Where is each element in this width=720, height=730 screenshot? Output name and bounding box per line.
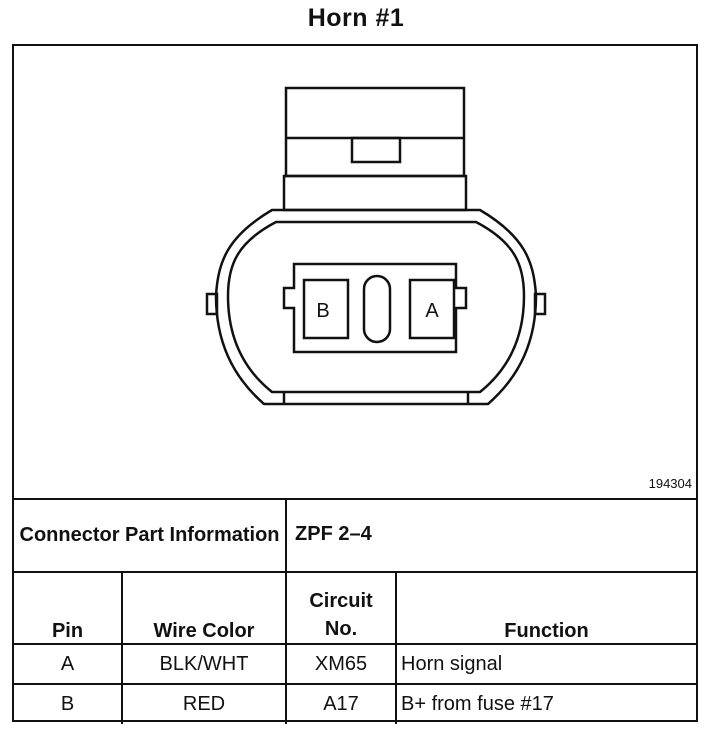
pin-a-label: A bbox=[425, 300, 439, 322]
header-function: Function bbox=[395, 571, 697, 645]
table-row: A BLK/WHT XM65 Horn signal bbox=[14, 643, 697, 685]
side-tab-left bbox=[205, 292, 219, 316]
pin-b-label: B bbox=[316, 300, 329, 322]
figure-number: 194304 bbox=[648, 476, 692, 491]
connector-body-inner bbox=[226, 220, 526, 394]
connector-body-outer bbox=[214, 208, 538, 406]
terminal-cavity bbox=[282, 262, 468, 354]
cell-pin: A bbox=[14, 643, 123, 685]
connector-illustration: B A bbox=[205, 86, 547, 406]
connector-drawing: B A 194304 bbox=[14, 46, 696, 500]
cell-wire-color: BLK/WHT bbox=[120, 643, 288, 685]
cell-function: Horn signal bbox=[395, 643, 697, 685]
connector-part-row: Connector Part Information ZPF 2–4 bbox=[14, 498, 697, 573]
connector-part-label: Connector Part Information bbox=[14, 498, 288, 573]
connector-table: Connector Part Information ZPF 2–4 Pin W… bbox=[14, 498, 697, 724]
cell-wire-color: RED bbox=[120, 683, 288, 724]
cell-function: B+ from fuse #17 bbox=[395, 683, 697, 724]
header-wire-color: Wire Color bbox=[120, 571, 288, 645]
cell-circuit: XM65 bbox=[285, 643, 398, 685]
diagram-title: Horn #1 bbox=[307, 4, 405, 32]
connector-part-value: ZPF 2–4 bbox=[285, 498, 697, 573]
cell-pin: B bbox=[14, 683, 123, 724]
header-pin: Pin bbox=[14, 571, 123, 645]
housing-neck bbox=[282, 174, 468, 212]
latch-tab bbox=[350, 136, 402, 164]
cell-circuit: A17 bbox=[285, 683, 398, 724]
connector-frame: B A 194304 Connector Part Information ZP… bbox=[12, 44, 698, 724]
pin-a-terminal bbox=[408, 278, 456, 340]
table-header-row: Pin Wire Color Circuit No. Function bbox=[14, 571, 697, 645]
center-key bbox=[362, 274, 392, 344]
table-row: B RED A17 B+ from fuse #17 bbox=[14, 683, 697, 724]
header-circuit-no: Circuit No. bbox=[285, 571, 398, 645]
pin-b-terminal bbox=[302, 278, 350, 340]
side-tab-right bbox=[533, 292, 547, 316]
